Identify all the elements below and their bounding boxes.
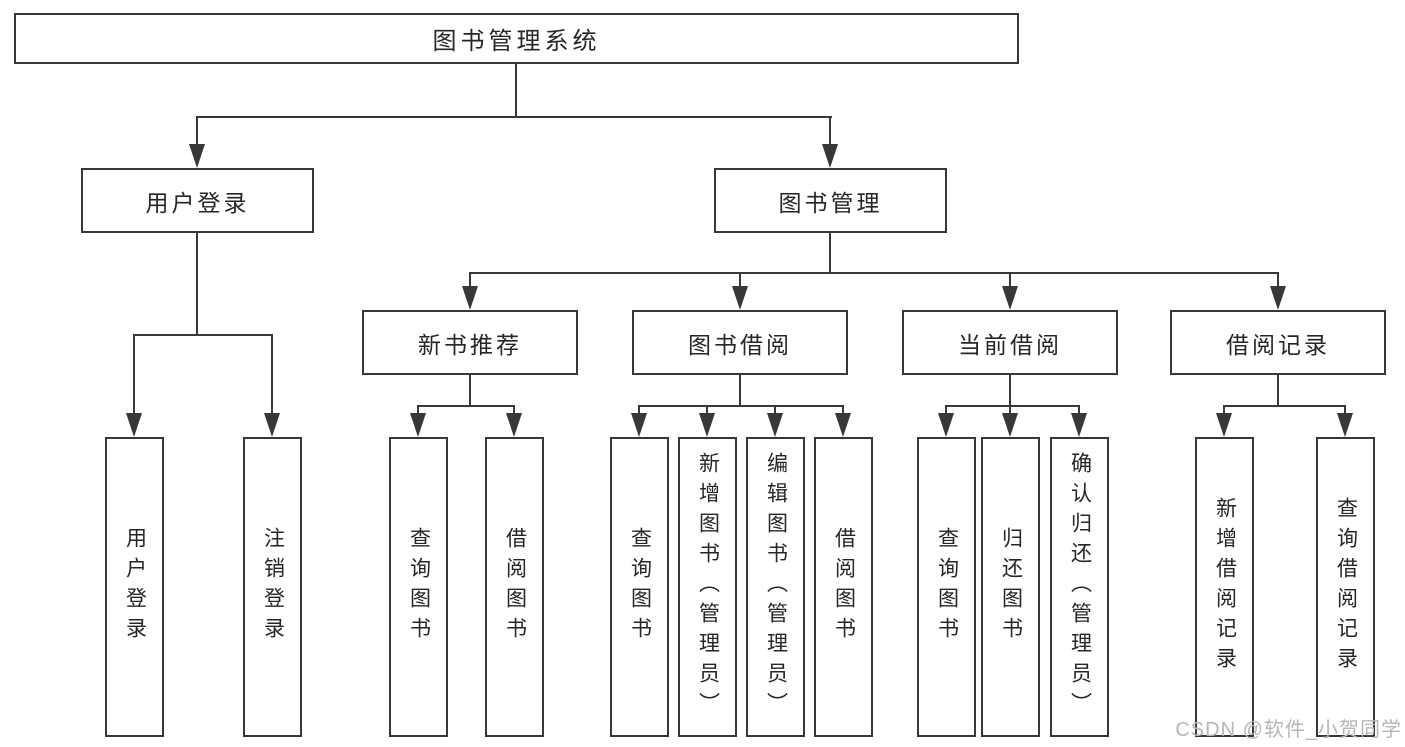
connector-stem [196, 233, 198, 335]
arrow-down-icon [822, 144, 838, 168]
connector-split [1223, 405, 1346, 407]
connector-stem [1277, 273, 1279, 288]
connector-stem [739, 273, 741, 288]
connector-stem [417, 406, 419, 416]
arrow-down-icon [732, 286, 748, 310]
connector-stem [706, 406, 708, 416]
leaf-br-query-record: 查询借阅记录 [1316, 437, 1375, 737]
leaf-rec-query-book: 查询图书 [389, 437, 448, 737]
leaf-cb-query-book: 查询图书 [917, 437, 976, 737]
node-book-management: 图书管理 [714, 168, 947, 233]
arrow-down-icon [1270, 286, 1286, 310]
connector-split [638, 405, 844, 407]
node-library-system: 图书管理系统 [14, 13, 1019, 64]
connector-stem [774, 406, 776, 416]
connector-stem [133, 335, 135, 415]
connector-stem [513, 406, 515, 416]
leaf-cb-confirm-return-admin: 确认归还（管理员） [1050, 437, 1109, 737]
leaf-rec-borrow-book: 借阅图书 [485, 437, 544, 737]
node-borrow-records: 借阅记录 [1170, 310, 1386, 375]
connector-root-stem [515, 64, 517, 117]
leaf-logout: 注销登录 [243, 437, 302, 737]
leaf-bb-add-book-admin: 新增图书（管理员） [678, 437, 737, 737]
arrow-down-icon [1071, 413, 1087, 437]
node-book-borrow: 图书借阅 [632, 310, 848, 375]
leaf-user-login: 用户登录 [105, 437, 164, 737]
arrow-down-icon [835, 413, 851, 437]
leaf-br-add-record: 新增借阅记录 [1195, 437, 1254, 737]
connector-stem [1009, 273, 1011, 288]
connector-stem [1277, 375, 1279, 406]
connector-stem [829, 117, 831, 146]
arrow-down-icon [462, 286, 478, 310]
connector-split [469, 272, 1279, 274]
connector-stem [469, 273, 471, 288]
arrow-down-icon [699, 413, 715, 437]
arrow-down-icon [1337, 413, 1353, 437]
arrow-down-icon [938, 413, 954, 437]
arrow-down-icon [189, 144, 205, 168]
connector-stem [842, 406, 844, 416]
connector-stem [271, 335, 273, 415]
connector-stem [1344, 406, 1346, 416]
connector-stem [829, 233, 831, 273]
connector-stem [638, 406, 640, 416]
arrow-down-icon [264, 413, 280, 437]
connector-stem [1223, 406, 1225, 416]
leaf-bb-borrow-book: 借阅图书 [814, 437, 873, 737]
connector-split [133, 334, 273, 336]
arrow-down-icon [126, 413, 142, 437]
arrow-down-icon [1216, 413, 1232, 437]
connector-stem [1009, 375, 1011, 406]
connector-stem [945, 406, 947, 416]
connector-stem [739, 375, 741, 406]
connector-stem [469, 375, 471, 406]
arrow-down-icon [506, 413, 522, 437]
leaf-bb-query-book: 查询图书 [610, 437, 669, 737]
node-new-book-recommend: 新书推荐 [362, 310, 578, 375]
leaf-bb-edit-book-admin: 编辑图书（管理员） [746, 437, 805, 737]
connector-stem [1078, 406, 1080, 416]
connector-stem [196, 117, 198, 146]
node-user-login: 用户登录 [81, 168, 314, 233]
node-current-borrow: 当前借阅 [902, 310, 1118, 375]
arrow-down-icon [1002, 413, 1018, 437]
arrow-down-icon [1002, 286, 1018, 310]
arrow-down-icon [631, 413, 647, 437]
connector-stem [1009, 406, 1011, 416]
connector-split [945, 405, 1080, 407]
arrow-down-icon [410, 413, 426, 437]
connector-root-split [196, 116, 832, 118]
leaf-cb-return-book: 归还图书 [981, 437, 1040, 737]
connector-split [417, 405, 515, 407]
arrow-down-icon [767, 413, 783, 437]
